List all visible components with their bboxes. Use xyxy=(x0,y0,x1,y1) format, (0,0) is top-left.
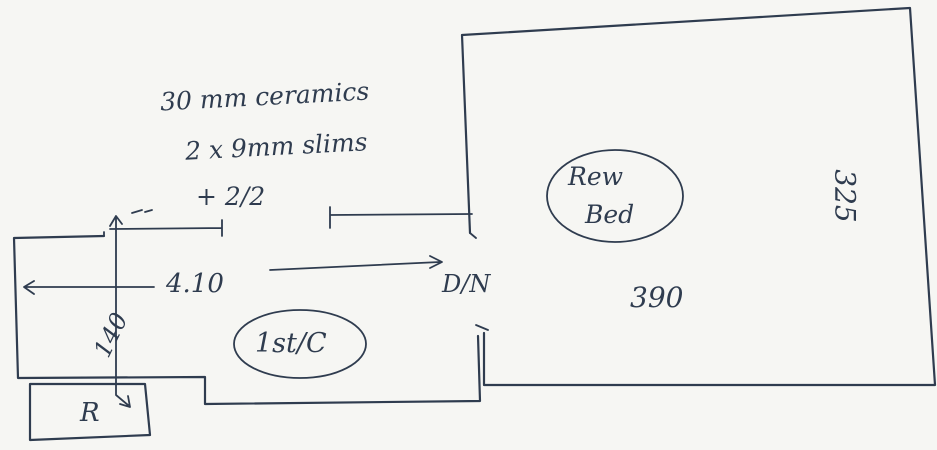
right-room-label-ring xyxy=(546,149,684,243)
right-room-label-line2: Bed xyxy=(585,200,635,229)
measure-tick-2-2 xyxy=(109,219,223,237)
right-room-door-mark xyxy=(469,232,489,331)
measure-line-door xyxy=(329,206,473,229)
right-room-label-line1: Rew xyxy=(568,162,624,191)
right-room-depth-label: 325 xyxy=(828,169,862,223)
dimension-410-right-arrow xyxy=(269,255,443,271)
small-room-wall xyxy=(28,382,152,442)
left-room-width-label: 4.10 xyxy=(166,269,224,299)
dimension-140-arrow xyxy=(109,215,131,408)
note-two-two: + 2/2 xyxy=(196,182,266,211)
right-room-wall xyxy=(460,6,937,387)
right-room-width-label: 390 xyxy=(630,281,684,314)
dimension-140-marks xyxy=(131,209,153,214)
dimension-410-left-arrow xyxy=(23,280,155,295)
left-room-label-ring xyxy=(233,309,367,379)
left-room-wall xyxy=(12,234,482,406)
left-room-label: 1st/C xyxy=(255,328,327,359)
small-room-label: R xyxy=(80,398,100,428)
door-label: D/N xyxy=(442,270,491,298)
